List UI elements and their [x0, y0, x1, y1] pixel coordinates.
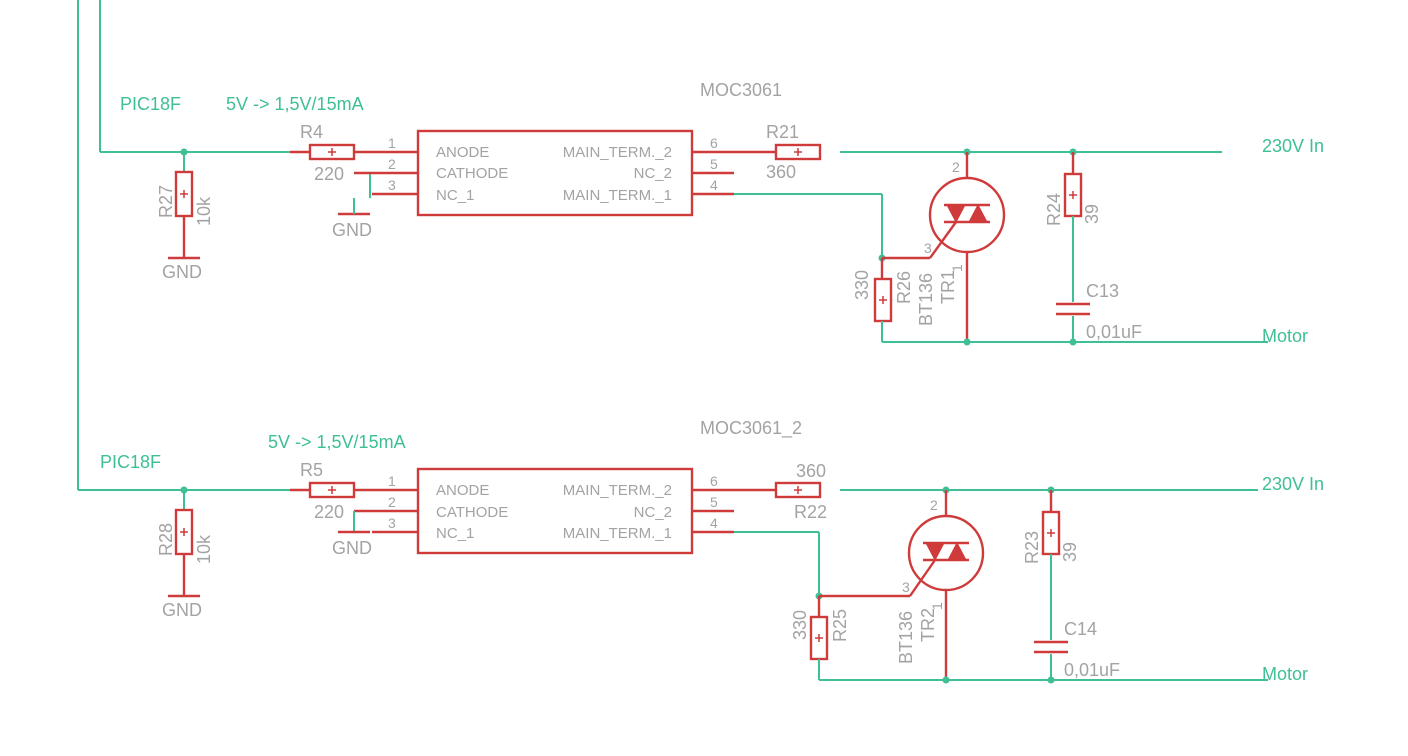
pin-number: 1	[949, 264, 965, 272]
opto-name: MOC3061_2	[700, 418, 802, 439]
gnd-label: GND	[162, 600, 202, 620]
source-label: PIC18F	[120, 94, 181, 114]
resistor-name: R21	[766, 122, 799, 142]
pin-number: 4	[710, 515, 718, 531]
resistor-value: 330	[790, 610, 810, 640]
resistor-value: 39	[1060, 542, 1080, 562]
pin-number: 3	[388, 177, 396, 193]
pin-name: CATHODE	[436, 504, 508, 521]
pin-number: 3	[902, 579, 910, 595]
triac-diode	[968, 203, 988, 223]
gnd-label: GND	[162, 262, 202, 282]
resistor-value: 10k	[194, 196, 214, 226]
resistor-value: 360	[766, 162, 796, 182]
pin-number: 6	[710, 135, 718, 151]
pin-name: NC_1	[436, 525, 474, 542]
pin-name: CATHODE	[436, 165, 508, 182]
resistor-name: R28	[156, 523, 176, 556]
resistor-value: 220	[314, 164, 344, 184]
net-motor: Motor	[1262, 664, 1308, 684]
pin-number: 6	[710, 473, 718, 489]
resistor-value: 10k	[194, 534, 214, 564]
net-230v-in: 230V In	[1262, 474, 1324, 494]
pin-name: MAIN_TERM._1	[563, 187, 672, 204]
resistor-name: R23	[1022, 531, 1042, 564]
pin-number: 5	[710, 156, 718, 172]
resistor-r21	[774, 143, 822, 161]
resistor-name: R25	[830, 609, 850, 642]
resistor-r22	[774, 481, 822, 499]
pin-number: 5	[710, 494, 718, 510]
gnd-label: GND	[332, 220, 372, 240]
resistor-value: 360	[796, 461, 826, 481]
capacitor-value: 0,01uF	[1086, 322, 1142, 342]
pin-number: 4	[710, 177, 718, 193]
pin-number: 2	[952, 159, 960, 175]
triac-diode	[947, 541, 967, 561]
pin-name: MAIN_TERM._2	[563, 144, 672, 161]
resistor-value: 220	[314, 502, 344, 522]
resistor-name: R27	[156, 185, 176, 218]
capacitor-value: 0,01uF	[1064, 660, 1120, 680]
drive-note: 5V -> 1,5V/15mA	[268, 432, 406, 452]
triac-part: BT136	[896, 611, 916, 664]
resistor-value: 330	[852, 270, 872, 300]
gnd-label: GND	[332, 538, 372, 558]
pin-number: 1	[388, 473, 396, 489]
triac-diode	[925, 542, 945, 562]
opto-name: MOC3061	[700, 80, 782, 100]
source-label: PIC18F	[100, 452, 161, 472]
net-motor: Motor	[1262, 326, 1308, 346]
pin-number: 2	[388, 156, 396, 172]
pin-number: 1	[388, 135, 396, 151]
circuit-1: PIC18F 5V -> 1,5V/15mA R27 10k GND R4 22…	[77, 0, 1324, 490]
resistor-name: R4	[300, 122, 323, 142]
resistor-name: R26	[894, 271, 914, 304]
pin-number: 2	[388, 494, 396, 510]
drive-note: 5V -> 1,5V/15mA	[226, 94, 364, 114]
capacitor-name: C13	[1086, 281, 1119, 301]
pin-name: ANODE	[436, 482, 489, 499]
pin-number: 1	[929, 602, 945, 610]
circuit-2: PIC18F 5V -> 1,5V/15mA R28 10k GND R5 22…	[78, 418, 1324, 684]
pin-name: NC_2	[634, 165, 672, 182]
pin-name: NC_1	[436, 187, 474, 204]
capacitor-name: C14	[1064, 619, 1097, 639]
resistor-value: 39	[1082, 204, 1102, 224]
resistor-name: R24	[1044, 193, 1064, 226]
pin-number: 3	[388, 515, 396, 531]
pin-name: MAIN_TERM._2	[563, 482, 672, 499]
pin-name: NC_2	[634, 504, 672, 521]
resistor-name: R5	[300, 460, 323, 480]
net-230v-in: 230V In	[1262, 136, 1324, 156]
triac-diode	[946, 204, 966, 224]
triac-part: BT136	[916, 273, 936, 326]
triac-tr1	[928, 176, 1006, 254]
pin-number: 2	[930, 497, 938, 513]
triac-tr2	[907, 514, 985, 592]
triac-name: TR2	[918, 608, 938, 642]
resistor-name: R22	[794, 502, 827, 522]
pin-name: MAIN_TERM._1	[563, 525, 672, 542]
triac-name: TR1	[938, 270, 958, 304]
pin-name: ANODE	[436, 144, 489, 161]
pin-number: 3	[924, 240, 932, 256]
